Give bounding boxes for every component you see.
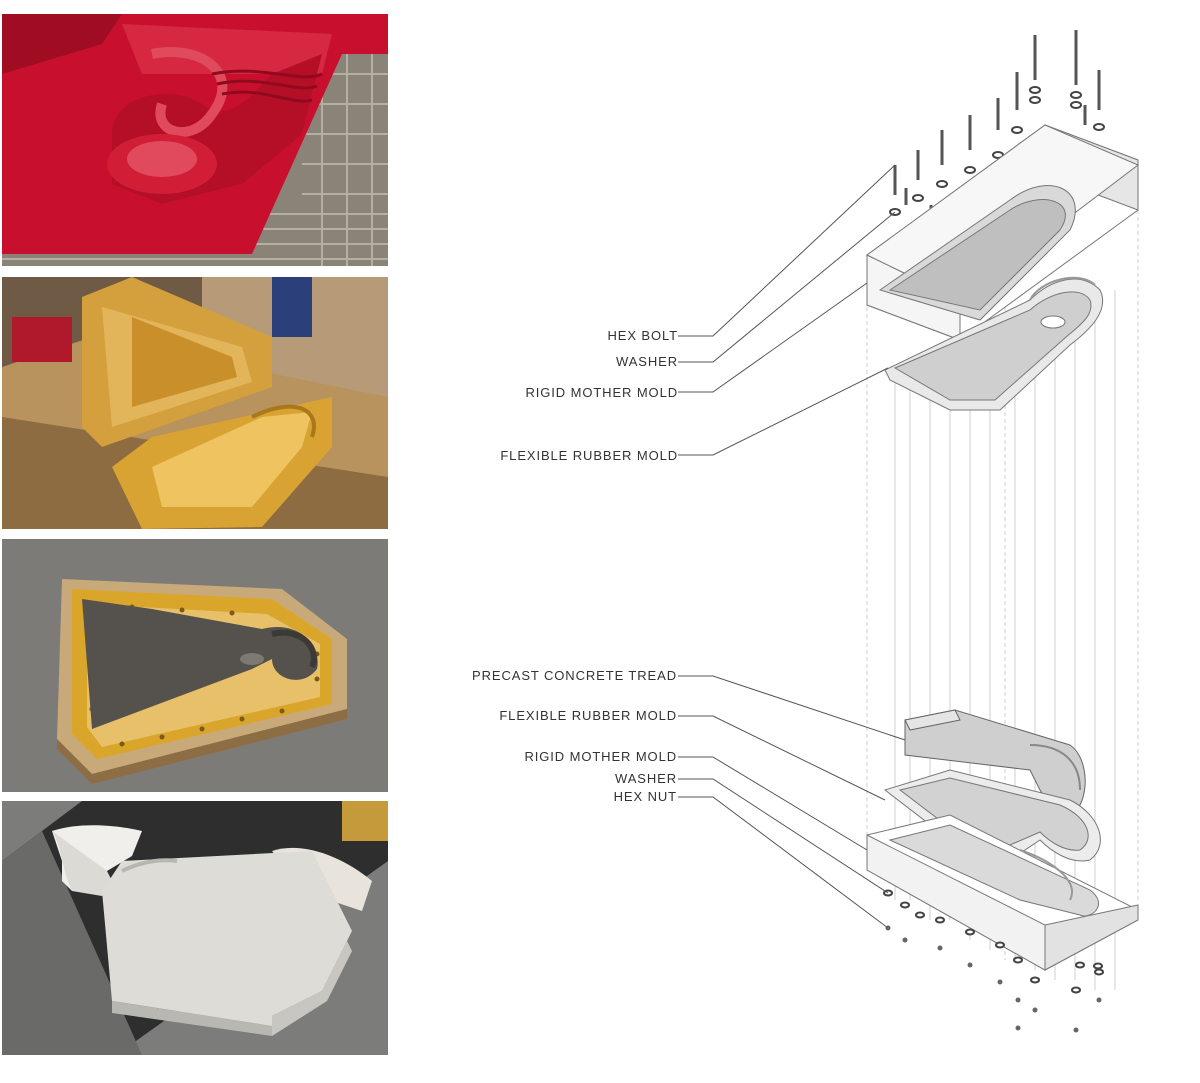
diagram-drawing: [678, 30, 1139, 1033]
label-rigid-mother-mold-top: RIGID MOTHER MOLD: [525, 385, 678, 400]
top-rubber-mold: [884, 276, 1104, 411]
top-mother-mold: [866, 124, 1139, 341]
washers-top: [889, 86, 1105, 216]
leader-lines-upper: [678, 164, 896, 456]
label-washer-bottom: WASHER: [615, 771, 677, 786]
concrete-tread: [904, 709, 1086, 807]
photo-open-rubber-mold: [2, 277, 388, 529]
bottom-mother-mold: [866, 814, 1139, 971]
bottom-rubber-mold: [883, 769, 1101, 862]
hex-bolts: [893, 30, 1101, 215]
photo-finished-tread: [2, 801, 388, 1055]
photo-red-form: [2, 14, 388, 266]
label-hex-bolt: HEX BOLT: [607, 328, 678, 343]
label-washer-top: WASHER: [616, 354, 678, 369]
label-flexible-rubber-mold-top: FLEXIBLE RUBBER MOLD: [500, 448, 678, 463]
leader-lines-lower: [678, 675, 906, 929]
label-precast-concrete-tread: PRECAST CONCRETE TREAD: [472, 668, 677, 683]
label-flexible-rubber-mold-bottom: FLEXIBLE RUBBER MOLD: [499, 708, 677, 723]
exploded-mold-diagram: HEX BOLT WASHER RIGID MOTHER MOLD FLEXIB…: [390, 0, 1200, 1078]
label-rigid-mother-mold-bottom: RIGID MOTHER MOLD: [524, 749, 677, 764]
label-hex-nut: HEX NUT: [613, 789, 677, 804]
photo-concrete-cast: [2, 539, 388, 792]
